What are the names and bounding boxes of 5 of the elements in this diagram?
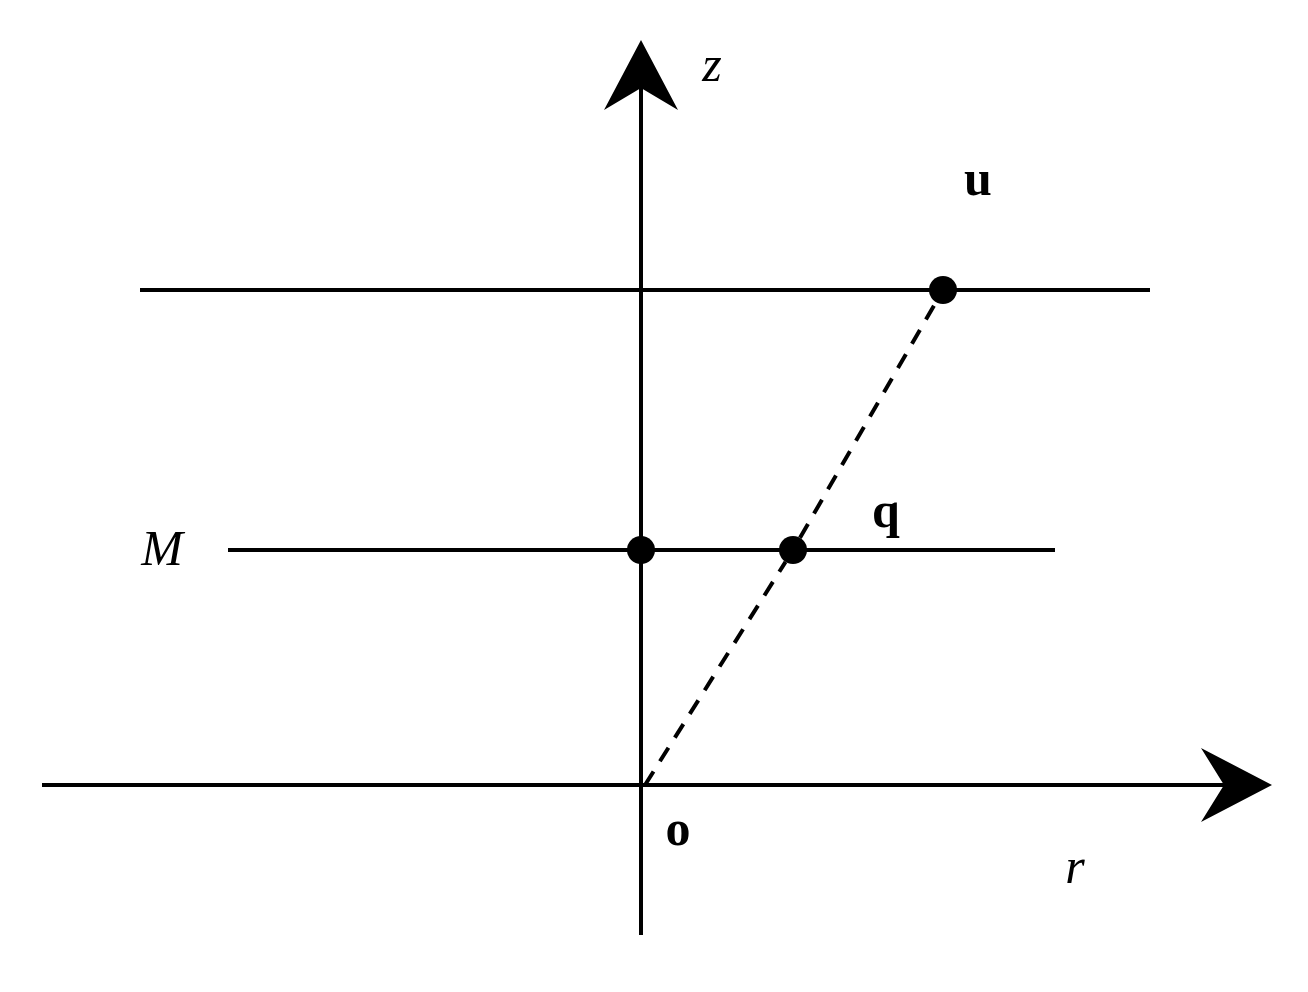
axis-label: M [141, 523, 183, 573]
axis-label: o [665, 803, 691, 853]
point-label: u [964, 153, 992, 203]
axis-label: z [702, 39, 722, 89]
axis-label: r [1065, 841, 1085, 891]
